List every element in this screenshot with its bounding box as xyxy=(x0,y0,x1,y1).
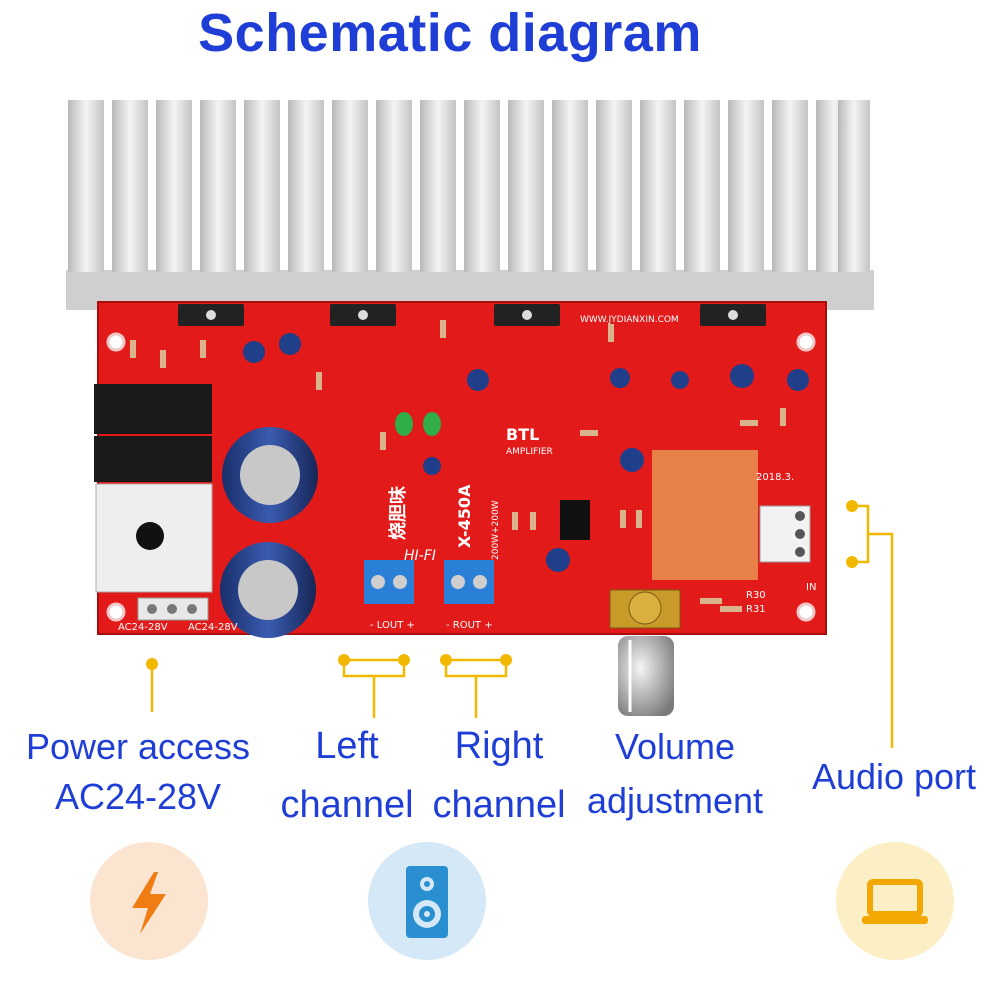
label-right-channel: Right channel xyxy=(426,724,572,828)
label-audio-port: Audio port xyxy=(800,756,988,798)
laptop-icon-circle xyxy=(836,842,954,960)
page-title: Schematic diagram xyxy=(198,3,702,63)
volume-knob xyxy=(609,589,681,716)
silk-rout: - ROUT + xyxy=(446,620,493,631)
speaker-icon xyxy=(406,866,448,938)
silk-power: 200W+200W xyxy=(491,500,501,560)
power-icon-circle xyxy=(90,842,208,960)
silk-date: 2018.3. xyxy=(756,472,794,483)
label-audio-line: Audio port xyxy=(811,756,977,797)
label-volume-line1: Volume xyxy=(614,726,736,767)
silk-btl: BTL xyxy=(506,425,539,444)
lightning-icon xyxy=(132,872,166,934)
silk-chinese: 烧胆味 xyxy=(388,486,409,540)
heatsink xyxy=(66,100,874,310)
silk-url: WWW.JYDIANXIN.COM xyxy=(580,315,679,325)
label-right-line1: Right xyxy=(454,725,544,767)
silk-ac-right: AC24-28V xyxy=(188,622,238,633)
label-volume-line2: adjustment xyxy=(586,780,764,822)
silk-ac-left: AC24-28V xyxy=(118,622,168,633)
label-power-line1: Power access xyxy=(25,726,251,767)
silk-amplifier: AMPLIFIER xyxy=(506,447,553,457)
silk-lout: - LOUT + xyxy=(370,620,415,631)
label-left-channel: Left channel xyxy=(272,724,422,828)
silk-model: X-450A xyxy=(455,484,474,548)
silk-in: IN xyxy=(806,582,816,593)
speaker-icon-circle xyxy=(368,842,486,960)
label-power-line2: AC24-28V xyxy=(54,776,222,818)
label-power-access: Power access AC24-28V xyxy=(20,726,256,819)
silk-r31: R31 xyxy=(746,604,766,615)
label-volume-adjustment: Volume adjustment xyxy=(580,726,770,823)
pcb: BTL AMPLIFIER WWW.JYDIANXIN.COM AC24-28V… xyxy=(94,301,827,638)
label-left-line1: Left xyxy=(315,725,379,767)
laptop-icon xyxy=(862,879,928,924)
label-left-line2: channel xyxy=(280,783,414,826)
label-right-line2: channel xyxy=(432,783,566,826)
silk-hifi: HI-FI xyxy=(404,548,436,564)
connector-dots xyxy=(146,500,858,670)
connector-lines xyxy=(150,504,894,748)
silk-r30: R30 xyxy=(746,590,766,601)
